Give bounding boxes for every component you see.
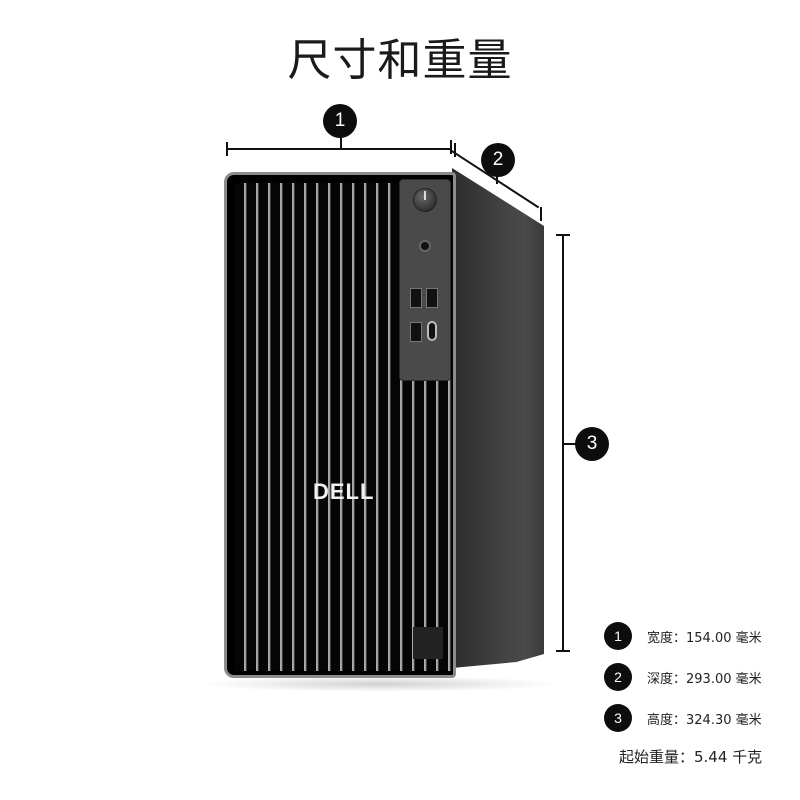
usb-a-port-icon xyxy=(410,288,422,308)
spec-width: 1 宽度：154.00 毫米 xyxy=(604,622,762,650)
power-button-icon xyxy=(413,188,437,212)
tower-shadow xyxy=(200,676,560,692)
spec-number-badge: 1 xyxy=(604,622,632,650)
starting-weight: 起始重量：5.44 千克 xyxy=(619,748,763,766)
usb-c-port-icon xyxy=(427,321,437,341)
headset-jack-icon xyxy=(419,240,431,252)
tower-front-panel: DELL xyxy=(224,172,456,678)
spec-number-badge: 2 xyxy=(604,663,632,691)
spec-height-text: 高度：324.30 毫米 xyxy=(647,712,762,728)
callout-badge-1: 1 xyxy=(323,104,357,138)
spec-depth: 2 深度：293.00 毫米 xyxy=(604,663,762,691)
callout-badge-2: 2 xyxy=(481,143,515,177)
front-badge-area xyxy=(413,627,443,659)
spec-depth-text: 深度：293.00 毫米 xyxy=(647,671,762,687)
spec-number-badge: 3 xyxy=(604,704,632,732)
spec-width-text: 宽度：154.00 毫米 xyxy=(647,630,762,646)
usb-a-port-icon xyxy=(410,322,422,342)
tower-side-panel xyxy=(452,168,544,668)
spec-height: 3 高度：324.30 毫米 xyxy=(604,704,762,732)
usb-a-port-icon xyxy=(426,288,438,308)
page-title: 尺寸和重量 xyxy=(287,35,513,86)
io-panel xyxy=(399,179,451,381)
callout-badge-3: 3 xyxy=(575,427,609,461)
dell-logo: DELL xyxy=(313,479,375,504)
